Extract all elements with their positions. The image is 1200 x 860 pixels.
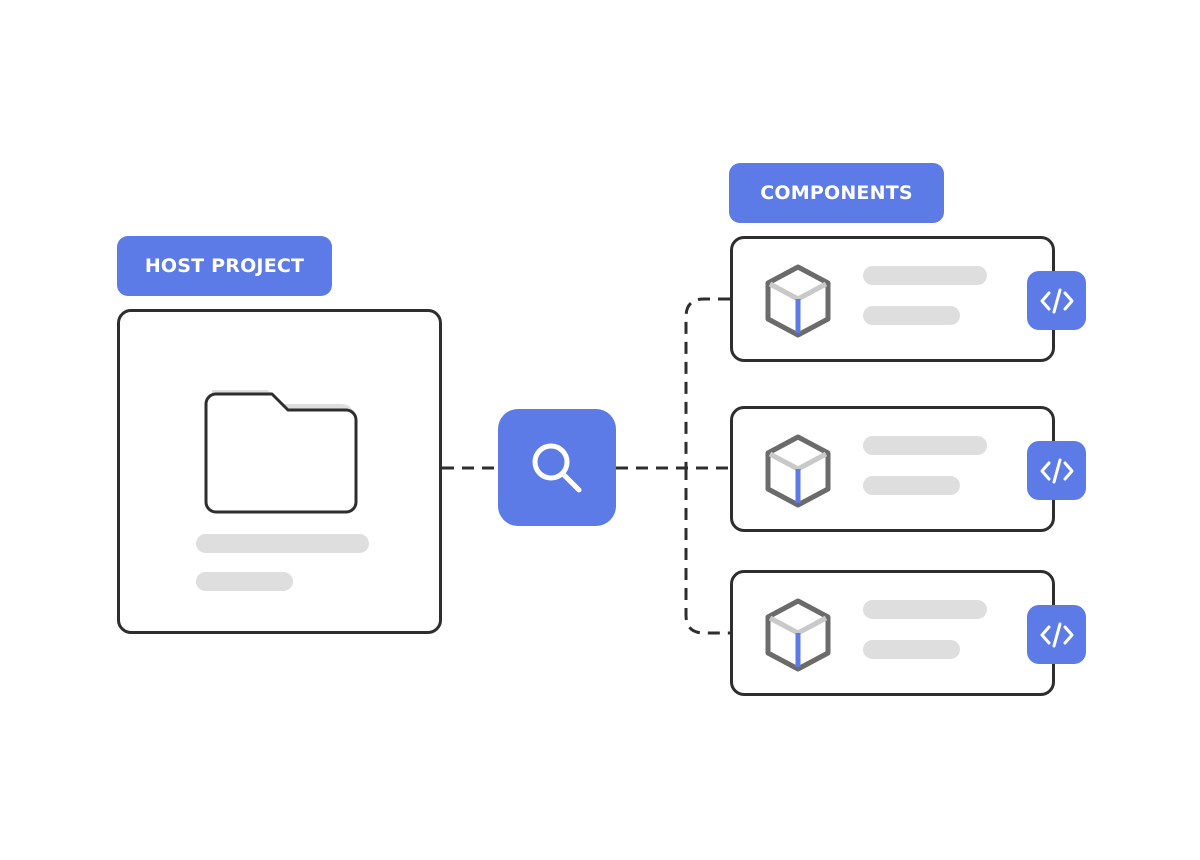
placeholder-bar [196, 572, 293, 591]
cube-icon [765, 434, 831, 508]
folder-icon [204, 390, 358, 514]
code-button[interactable] [1027, 271, 1086, 330]
components-label: COMPONENTS [729, 163, 944, 223]
branch-bottom-connector [684, 468, 730, 635]
placeholder-bar [863, 266, 987, 285]
code-icon [1040, 288, 1073, 313]
search-button[interactable] [498, 409, 616, 526]
cube-icon [765, 598, 831, 672]
code-button[interactable] [1027, 441, 1086, 500]
host-project-card [117, 309, 442, 634]
branch-top-connector [684, 297, 730, 468]
search-icon [532, 443, 582, 492]
placeholder-bar [863, 436, 987, 455]
placeholder-bar [863, 476, 960, 495]
placeholder-bar [196, 534, 369, 553]
component-card [730, 236, 1086, 362]
code-icon [1040, 458, 1073, 483]
host-project-label: HOST PROJECT [117, 236, 332, 296]
component-card [730, 406, 1086, 532]
component-card [730, 570, 1086, 696]
placeholder-bar [863, 640, 960, 659]
code-icon [1040, 622, 1073, 647]
placeholder-bar [863, 600, 987, 619]
placeholder-bar [863, 306, 960, 325]
cube-icon [765, 264, 831, 338]
code-button[interactable] [1027, 605, 1086, 664]
